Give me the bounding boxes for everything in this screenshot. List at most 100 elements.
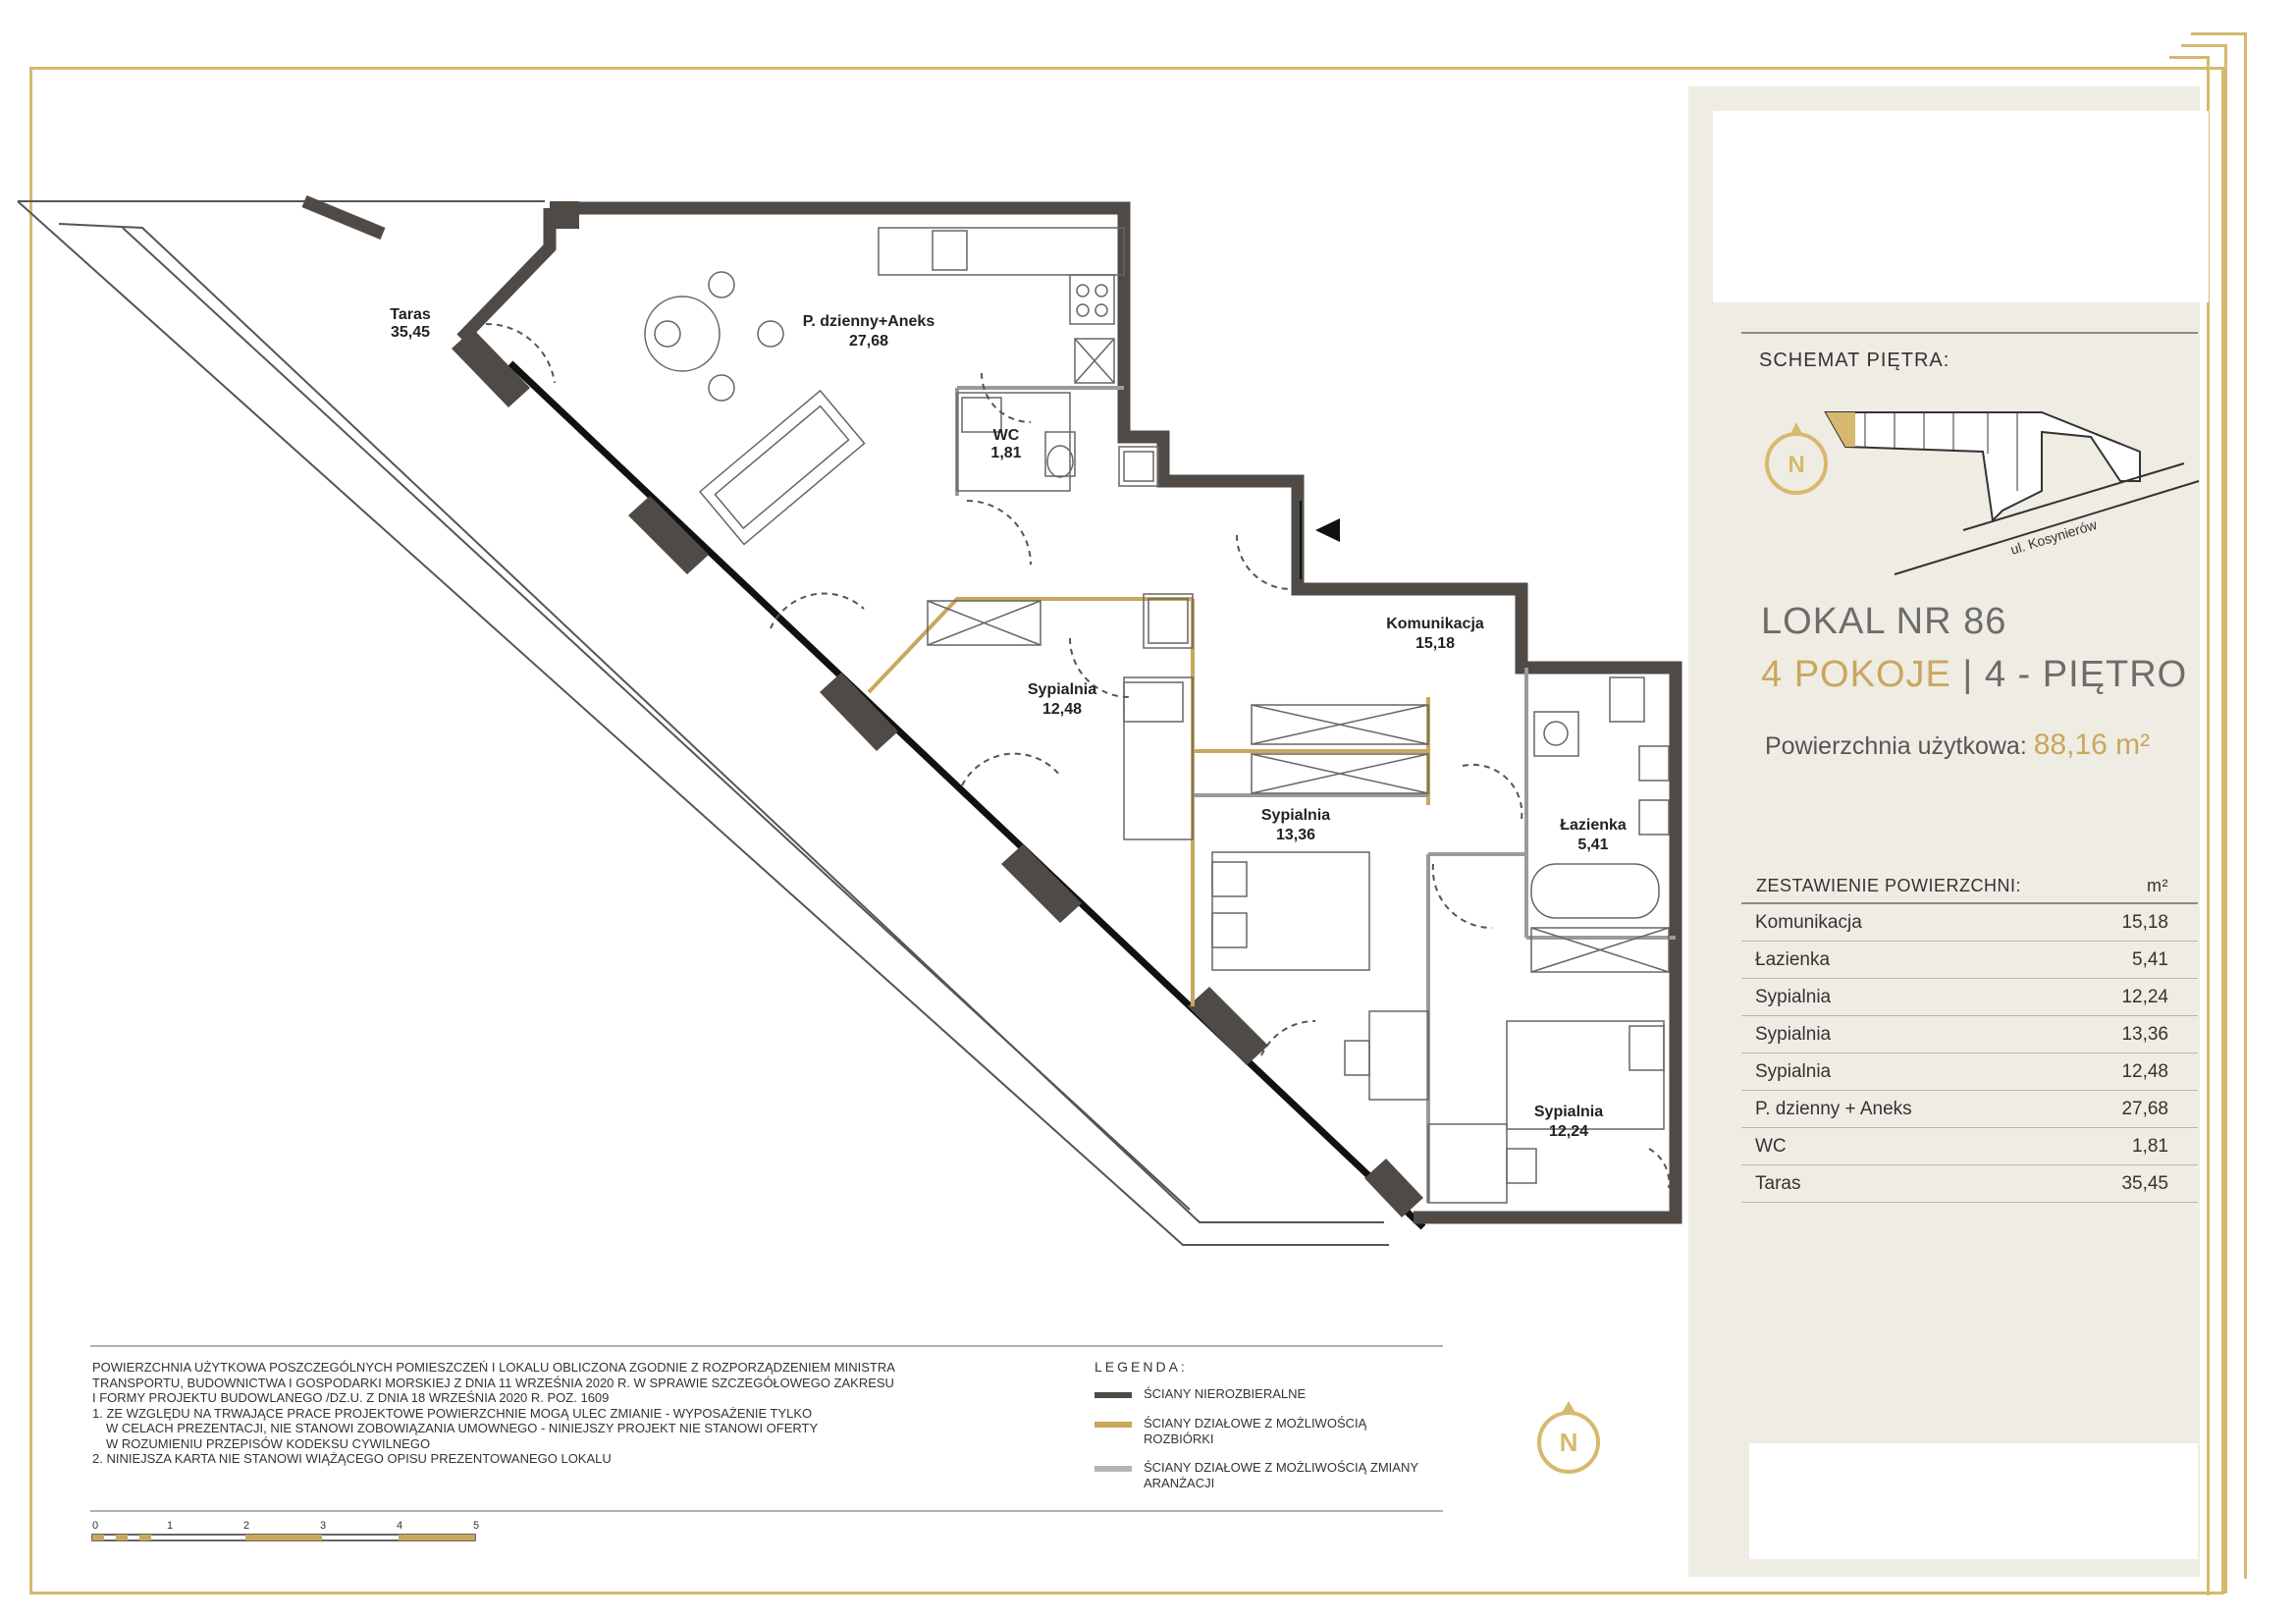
legend-label: ŚCIANY DZIAŁOWE Z MOŻLIWOŚCIĄ ZMIANY ARA… [1144,1460,1418,1490]
removable-walls [867,597,1430,1006]
furniture [644,227,1670,1204]
legend-label: ŚCIANY DZIAŁOWE Z MOŻLIWOŚCIĄ ROZBIÓRKI [1144,1416,1367,1446]
info-panel [1688,86,2200,1577]
legend-title: LEGENDA: [1095,1359,1188,1375]
legend-swatch [1095,1392,1132,1398]
note-line: 1. ZE WZGLĘDU NA TRWAJĄCE PRACE PROJEKTO… [92,1405,813,1421]
row-name: P. dzienny + Aneks [1755,1099,1912,1119]
note-line: 2. NINIEJSZA KARTA NIE STANOWI WIĄŻĄCEGO… [92,1451,612,1466]
legend-item-changeable: ŚCIANY DZIAŁOWE Z MOŻLIWOŚCIĄ ZMIANY ARA… [1095,1460,1438,1491]
legend-item-structural: ŚCIANY NIEROZBIERALNE [1095,1386,1448,1402]
summary-header: ZESTAWIENIE POWIERZCHNI: m² [1741,876,2198,904]
outer-frame [29,67,2224,1594]
svg-text:4: 4 [397,1520,402,1532]
svg-text:0: 0 [92,1520,98,1532]
table-row: P. dzienny + Aneks 27,68 [1741,1091,2198,1128]
legend-label: ŚCIANY NIEROZBIERALNE [1144,1386,1307,1401]
row-name: Komunikacja [1755,912,1862,933]
table-row: Taras 35,45 [1741,1165,2198,1203]
corner-frame-1 [2191,32,2247,1579]
note-line: W ROZUMIENIU PRZEPISÓW KODEKSU CYWILNEGO [106,1435,431,1451]
row-value: 13,36 [2121,1024,2168,1045]
legend-item-removable: ŚCIANY DZIAŁOWE Z MOŻLIWOŚCIĄ ROZBIÓRKI [1095,1416,1438,1447]
table-row: WC 1,81 [1741,1128,2198,1165]
area-value: 88,16 m² [2033,729,2151,761]
rooms-floor: 4 POKOJE | 4 - PIĘTRO [1761,654,2187,696]
lokal-number: LOKAL NR 86 [1761,601,2007,642]
area-summary-table: ZESTAWIENIE POWIERZCHNI: m² Komunikacja 1… [1741,876,2198,1203]
schema-title: SCHEMAT PIĘTRA: [1759,350,1950,371]
corner-frame-2 [2181,44,2227,1593]
scale-bar: 0 1 2 3 4 5 [91,1520,479,1541]
note-line: POWIERZCHNIA UŻYTKOWA POSZCZEGÓLNYCH POM… [92,1360,895,1375]
row-name: Sypialnia [1755,1061,1832,1082]
row-name: Sypialnia [1755,1024,1832,1045]
svg-text:3: 3 [320,1520,326,1532]
row-name: Łazienka [1755,949,1831,970]
svg-text:5: 5 [473,1520,479,1532]
wardrobes [927,338,1670,973]
legal-notes: POWIERZCHNIA UŻYTKOWA POSZCZEGÓLNYCH POM… [92,1360,1035,1467]
changeable-walls [955,386,1676,1203]
logo-placeholder-bottom [1749,1443,2198,1559]
compass-icon: N [1765,422,1828,495]
logo-placeholder-top [1713,111,2209,302]
note-line: I FORMY PROJEKTU BUDOWLANEGO /DZ.U. Z DN… [92,1390,610,1405]
building-outline [1824,411,2141,523]
row-name: WC [1755,1136,1787,1157]
row-name: Taras [1755,1173,1801,1194]
structural-walls [301,194,1682,1224]
row-name: Sypialnia [1755,987,1832,1007]
unit-highlight [1826,412,1855,447]
legend-swatch [1095,1466,1132,1472]
table-row: Sypialnia 13,36 [1741,1016,2198,1053]
terrace-outline [17,200,1389,1246]
svg-text:2: 2 [243,1520,249,1532]
notes-divider-top [90,1345,1443,1347]
note-line: W CELACH PREZENTACJI, NIE STANOWI ZOBOWI… [106,1421,819,1435]
columns [452,329,1423,1217]
row-value: 5,41 [2132,949,2168,970]
summary-unit: m² [2147,876,2168,895]
floor-number: 4 - PIĘTRO [1984,654,2188,695]
wall-block-top [550,201,579,229]
table-row: Sypialnia 12,24 [1741,979,2198,1016]
door-swings [485,322,1671,1189]
compass-icon: N [1537,1401,1600,1474]
svg-text:N: N [1560,1428,1578,1457]
summary-title: ZESTAWIENIE POWIERZCHNI: [1756,876,2022,895]
total-area: Powierzchnia użytkowa: 88,16 m² [1765,729,2150,762]
notes-divider-bottom [90,1510,1443,1512]
note-line: TRANSPORTU, BUDOWNICTWA I GOSPODARKI MOR… [92,1375,894,1390]
glass-wall [507,360,1426,1230]
legend-swatch [1095,1422,1132,1428]
row-value: 12,48 [2121,1061,2168,1082]
street-name: ul. Kosynierów [2008,516,2100,558]
street-line-1 [1894,480,2200,575]
row-value: 1,81 [2132,1136,2168,1157]
row-value: 35,45 [2121,1173,2168,1194]
table-row: Łazienka 5,41 [1741,942,2198,979]
svg-text:N: N [1788,452,1804,478]
svg-text:1: 1 [167,1520,173,1532]
table-row: Komunikacja 15,18 [1741,904,2198,942]
row-value: 15,18 [2121,912,2168,933]
entrance-arrow-icon [1315,518,1340,542]
area-label: Powierzchnia użytkowa: [1765,732,2027,760]
row-value: 27,68 [2121,1099,2168,1119]
street-line-2 [1962,462,2185,531]
table-row: Sypialnia 12,48 [1741,1053,2198,1091]
row-value: 12,24 [2121,987,2168,1007]
corner-frame-3 [2169,56,2210,1595]
schema-divider [1741,332,2198,334]
floor-schema-map: N ul. Kosynierów [1765,411,2200,575]
